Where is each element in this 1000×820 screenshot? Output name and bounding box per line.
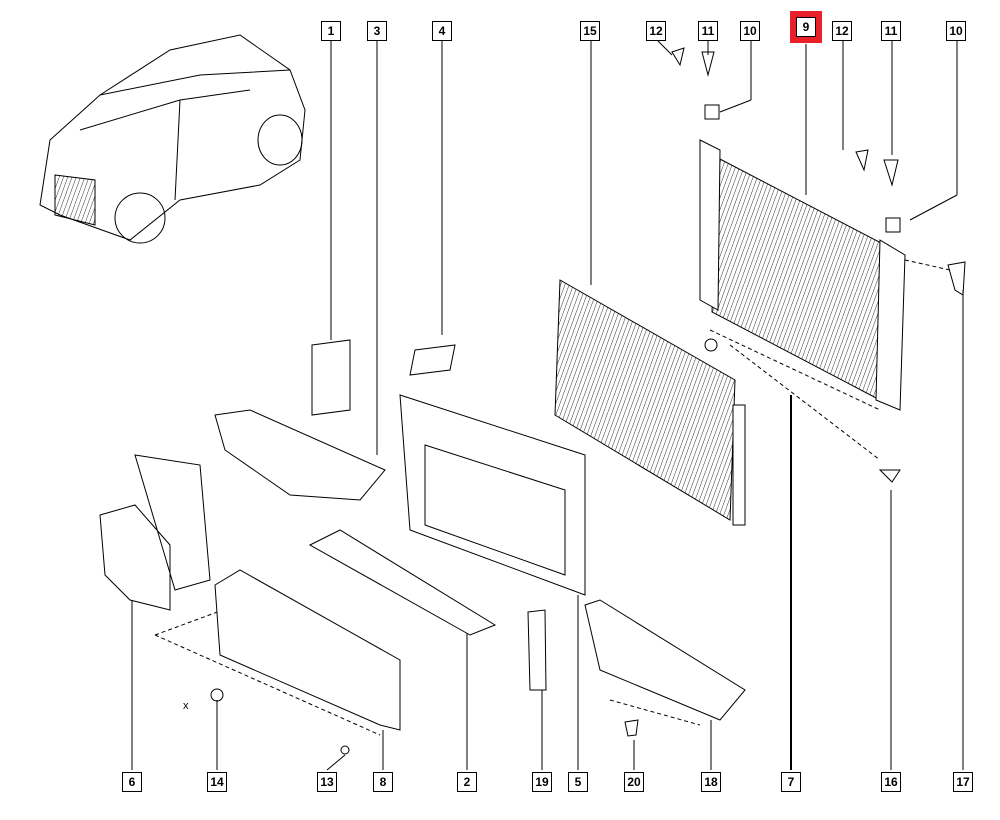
callout-10b[interactable]: 10 — [946, 21, 966, 41]
callout-14[interactable]: 14 — [207, 772, 227, 792]
callout-5[interactable]: 5 — [568, 772, 588, 792]
callout-18[interactable]: 18 — [701, 772, 721, 792]
callout-12[interactable]: 12 — [646, 21, 666, 41]
callout-6[interactable]: 6 — [122, 772, 142, 792]
callout-12b[interactable]: 12 — [832, 21, 852, 41]
axis-marker-x: x — [183, 700, 189, 712]
callout-9-selected[interactable]: 9 — [790, 11, 822, 43]
callout-4[interactable]: 4 — [432, 21, 452, 41]
callout-11b[interactable]: 11 — [881, 21, 901, 41]
callout-3[interactable]: 3 — [367, 21, 387, 41]
callout-20[interactable]: 20 — [624, 772, 644, 792]
callout-13[interactable]: 13 — [317, 772, 337, 792]
callout-7[interactable]: 7 — [781, 772, 801, 792]
callout-10[interactable]: 10 — [740, 21, 760, 41]
callout-16[interactable]: 16 — [881, 772, 901, 792]
callout-11[interactable]: 11 — [698, 21, 718, 41]
callout-8[interactable]: 8 — [373, 772, 393, 792]
callout-1[interactable]: 1 — [321, 21, 341, 41]
callout-15[interactable]: 15 — [580, 21, 600, 41]
callout-19[interactable]: 19 — [532, 772, 552, 792]
callout-17[interactable]: 17 — [953, 772, 973, 792]
callout-2[interactable]: 2 — [457, 772, 477, 792]
